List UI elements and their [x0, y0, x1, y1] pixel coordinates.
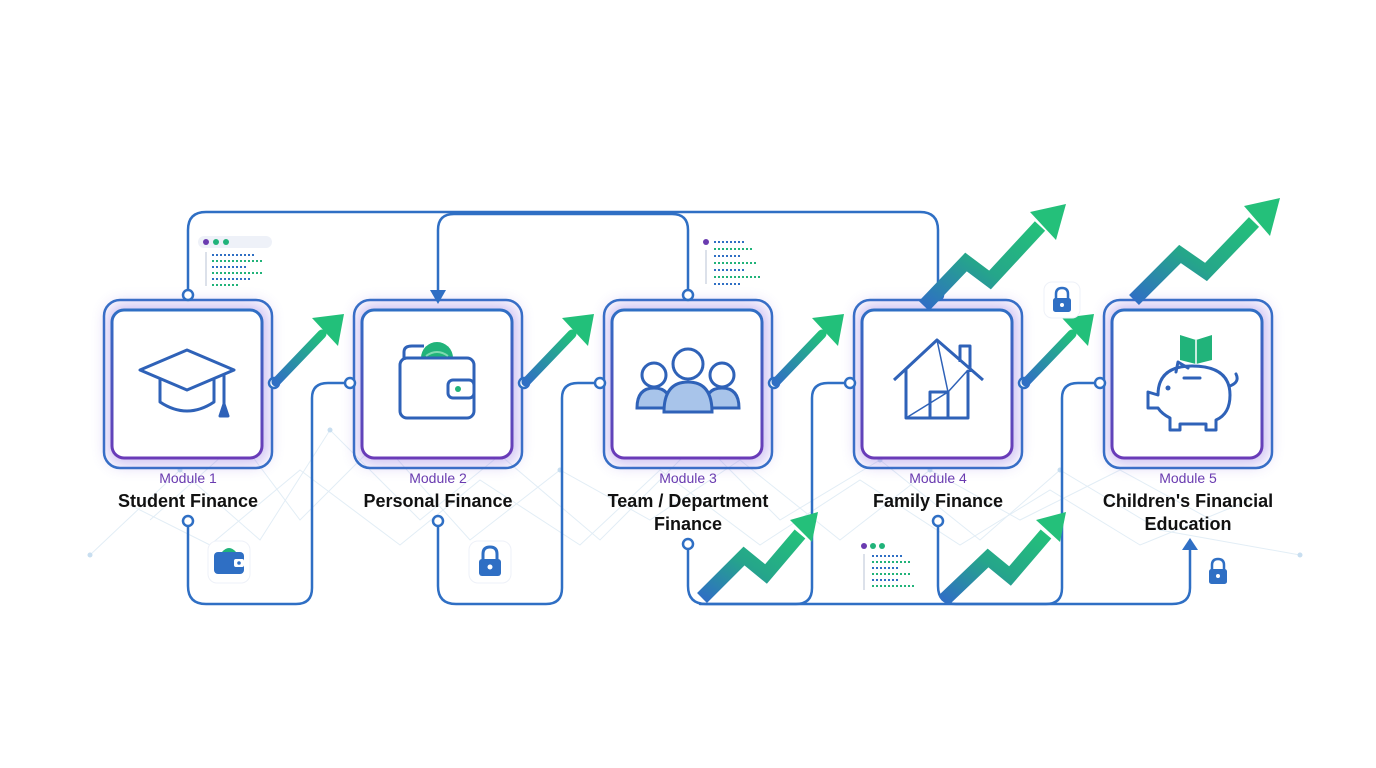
graduation-cap-icon [138, 348, 236, 418]
module-1-frame [102, 298, 274, 470]
trend-arrow-bottom-4 [939, 529, 1052, 606]
bottom-connectors [186, 381, 1192, 606]
module-1-number: Module 1 [159, 470, 217, 486]
growth-arrow-3-4 [771, 314, 844, 387]
code-panel-1 [198, 236, 272, 286]
team-icon [635, 347, 741, 414]
trend-arrows [697, 217, 1260, 606]
module-3-title: Team / Department Finance [607, 491, 769, 534]
lock-badge-4-icon [1043, 281, 1081, 319]
module-4-label: Module 4 Family Finance [833, 470, 1043, 513]
wallet-icon [398, 342, 476, 420]
top-connectors [186, 210, 940, 300]
lock-badge-5-icon [1209, 557, 1227, 584]
module-2-number: Module 2 [409, 470, 467, 486]
growth-arrows [271, 314, 1094, 387]
lock-badge-2-icon [468, 540, 512, 584]
code-panel-3 [703, 239, 760, 285]
module-1-title: Student Finance [117, 491, 258, 511]
trend-arrow-top-4 [918, 221, 1046, 311]
growth-arrow-2-3 [521, 314, 594, 387]
module-3-number: Module 3 [659, 470, 717, 486]
top-arrowhead [430, 290, 446, 304]
wallet-badge-icon [207, 540, 251, 584]
module-2-title: Personal Finance [363, 491, 513, 511]
module-5-title: Children's Financial Education [1102, 491, 1274, 534]
module-4-number: Module 4 [909, 470, 967, 486]
piggy-bank-icon [1146, 335, 1239, 432]
module-4-title: Family Finance [872, 491, 1004, 511]
module-5-number: Module 5 [1159, 470, 1217, 486]
growth-arrow-4-5 [1021, 314, 1094, 387]
code-panel-4 [861, 543, 914, 590]
module-1-label: Module 1 Student Finance [83, 470, 293, 513]
background-network [89, 429, 1301, 556]
module-4-frame [852, 298, 1024, 470]
module-5-frame [1102, 298, 1274, 470]
trend-arrow-bottom-3 [697, 529, 806, 603]
bottom-arrowhead [1182, 538, 1198, 550]
module-2-label: Module 2 Personal Finance [333, 470, 543, 513]
module-3-label: Module 3 Team / Department Finance [583, 470, 793, 536]
trend-arrow-top-5 [1129, 217, 1260, 305]
trend-arrowheads [790, 198, 1280, 542]
module-5-label: Module 5 Children's Financial Education [1083, 470, 1293, 536]
growth-arrow-1-2 [271, 314, 344, 387]
house-icon [892, 338, 984, 420]
